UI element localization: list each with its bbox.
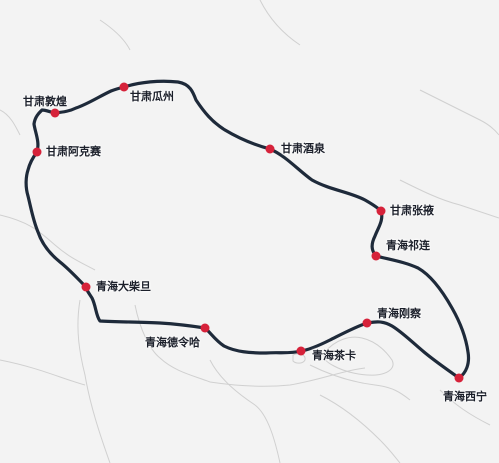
marker-jiuquan[interactable] <box>265 144 275 154</box>
terrain-line <box>0 359 86 386</box>
label-guazhou: 甘肃瓜州 <box>130 90 174 103</box>
terrain-line <box>309 364 411 401</box>
marker-qilian[interactable] <box>371 251 381 261</box>
stop-markers <box>32 82 464 383</box>
lake-outline <box>292 353 306 364</box>
marker-guazhou[interactable] <box>119 82 129 92</box>
terrain-line <box>0 109 21 136</box>
label-chaka: 青海茶卡 <box>312 349 356 362</box>
terrain-line <box>399 179 499 219</box>
marker-chaka[interactable] <box>296 346 306 356</box>
terrain-line <box>0 214 96 271</box>
label-dunhuang: 甘肃敦煌 <box>23 95 67 108</box>
marker-gangcha[interactable] <box>362 318 372 328</box>
label-xining: 青海西宁 <box>443 390 487 403</box>
marker-delingha[interactable] <box>200 323 210 333</box>
marker-dunhuang[interactable] <box>50 108 60 118</box>
route-line <box>24 79 471 380</box>
label-zhangye: 甘肃张掖 <box>390 204 434 217</box>
terrain-line <box>134 304 211 383</box>
terrain-line <box>319 394 401 463</box>
terrain-line <box>419 89 499 136</box>
terrain-line <box>77 299 111 463</box>
terrain-line <box>259 0 301 46</box>
terrain-line <box>209 359 281 463</box>
terrain-line <box>439 389 491 426</box>
terrain-line <box>99 19 131 51</box>
label-aksay: 甘肃阿克赛 <box>46 145 101 158</box>
lake-outline <box>323 336 394 376</box>
label-qilian: 青海祁连 <box>386 239 430 252</box>
label-jiuquan: 甘肃酒泉 <box>281 142 325 155</box>
marker-dachaidan[interactable] <box>81 282 91 292</box>
label-dachaidan: 青海大柴旦 <box>96 280 151 293</box>
label-delingha: 青海德令哈 <box>145 336 200 349</box>
label-gangcha: 青海刚察 <box>377 307 421 320</box>
marker-xining[interactable] <box>454 373 464 383</box>
marker-aksay[interactable] <box>32 147 42 157</box>
marker-zhangye[interactable] <box>376 206 386 216</box>
terrain-line <box>209 367 366 387</box>
